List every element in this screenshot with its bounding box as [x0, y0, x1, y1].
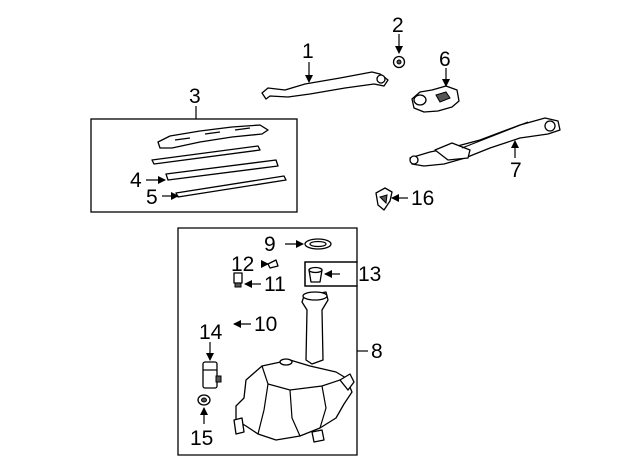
callout-12: 12 [231, 253, 254, 276]
wiper-blade [157, 124, 269, 149]
blade-spacer [175, 175, 287, 198]
wiper-linkage [409, 117, 561, 167]
washer-pump [202, 361, 222, 389]
grommet [267, 259, 279, 269]
callout-5: 5 [146, 186, 158, 209]
callout-1: 1 [302, 40, 314, 63]
nut [392, 55, 406, 69]
blade-insert [151, 145, 261, 165]
callout-14: 14 [199, 321, 223, 344]
callout-2: 2 [392, 14, 404, 37]
wiper-arm [261, 71, 389, 100]
callout-16: 16 [411, 187, 434, 210]
callout-8: 8 [371, 340, 383, 363]
callout-9: 9 [264, 233, 276, 256]
callout-6: 6 [439, 48, 451, 71]
clip [375, 187, 393, 211]
hose-connector [233, 272, 243, 288]
callout-15: 15 [190, 427, 213, 450]
cap-seal [304, 238, 332, 250]
filler-cap [308, 266, 323, 283]
blade-refill [165, 159, 279, 181]
cap-box [304, 261, 358, 287]
callout-11: 11 [264, 273, 286, 296]
callout-13: 13 [358, 263, 381, 286]
washer-reservoir [233, 291, 355, 443]
washer-hose [213, 287, 240, 388]
callout-7: 7 [510, 159, 522, 182]
callout-3: 3 [189, 85, 201, 108]
callout-10: 10 [254, 313, 277, 336]
wiper-motor [411, 85, 460, 113]
callout-4: 4 [130, 169, 142, 192]
blade-kit-box [90, 118, 298, 213]
pump-grommet [197, 394, 211, 406]
